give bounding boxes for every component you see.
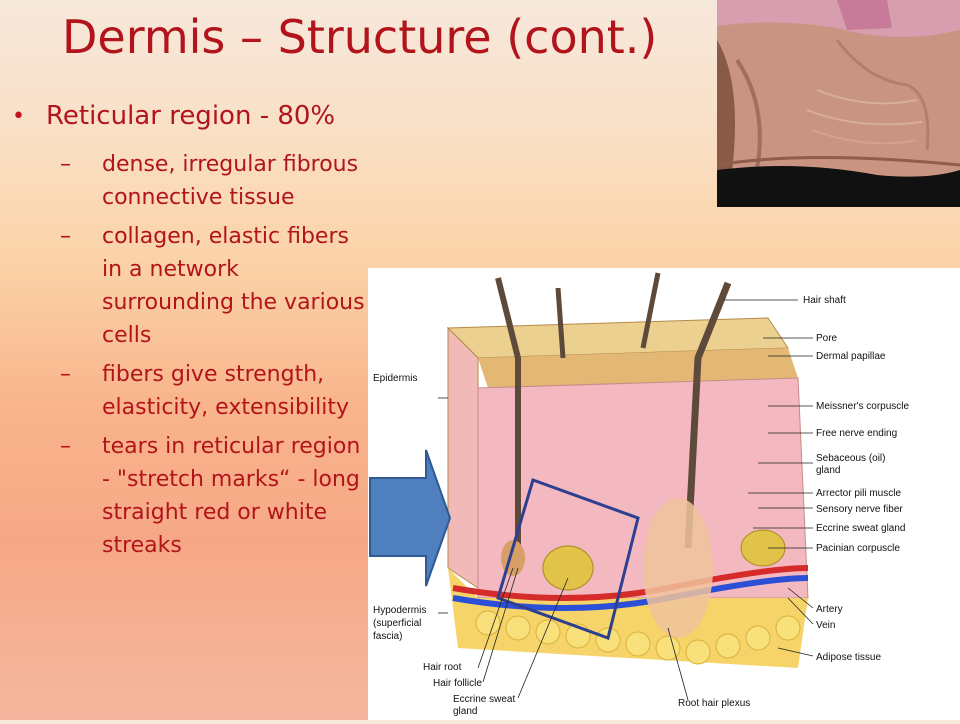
sub-bullet: – dense, irregular fibrous connective tis… [12,148,374,214]
sub-bullet-text: tears in reticular region - "stretch mar… [102,433,361,558]
label-adipose: Adipose tissue [816,652,881,663]
sub-bullet-text: dense, irregular fibrous connective tiss… [102,151,359,210]
label-artery: Artery [816,604,843,615]
bullet-item: • Reticular region - 80% [12,100,374,134]
label-eccrine-bottom: Eccrine sweat [453,694,515,705]
bullet-dot-icon: • [12,104,25,129]
label-arrector-pili: Arrector pili muscle [816,488,901,499]
label-pacinian: Pacinian corpuscle [816,543,900,554]
dash-icon: – [60,361,71,387]
stretch-marks-photo [717,0,960,207]
label-sensory-nerve: Sensory nerve fiber [816,504,903,515]
photo-drawing [717,0,960,207]
dash-icon: – [60,433,71,459]
sub-bullet: – tears in reticular region - "stretch ma… [12,430,374,562]
label-eccrine-sweat: Eccrine sweat gland [816,523,906,534]
label-hair-follicle: Hair follicle [433,678,482,689]
label-sebaceous-gland-2: gland [816,465,840,476]
bullet-text: Reticular region - 80% [46,101,336,131]
label-hair-root: Hair root [423,662,462,673]
label-eccrine-bottom-2: gland [453,706,477,717]
label-hypodermis-3: fascia) [373,631,402,642]
sub-bullet: – fibers give strength, elasticity, exten… [12,358,374,424]
sub-bullet-text: collagen, elastic fibers in a network su… [102,223,365,348]
arrow-icon [369,449,452,587]
dash-icon: – [60,151,71,177]
dash-icon: – [60,223,71,249]
sub-bullet-list: – dense, irregular fibrous connective tis… [12,148,374,562]
label-epidermis: Epidermis [373,373,417,384]
label-hair-shaft: Hair shaft [803,295,846,306]
label-sebaceous-gland: Sebaceous (oil) [816,453,885,464]
highlight-box [496,478,640,640]
label-vein: Vein [816,620,835,631]
label-meissners-corpuscle: Meissner's corpuscle [816,401,909,412]
label-free-nerve-ending: Free nerve ending [816,428,897,439]
label-root-hair-plexus: Root hair plexus [678,698,750,709]
label-hypodermis: Hypodermis [373,605,426,616]
skin-cross-section-diagram: Hair shaft Pore Dermal papillae Meissner… [368,268,960,720]
slide-title: Dermis – Structure (cont.) [62,10,658,64]
label-dermal-papillae: Dermal papillae [816,351,886,362]
label-hypodermis-2: (superficial [373,618,421,629]
pointer-arrow [368,448,453,592]
sub-bullet: – collagen, elastic fibers in a network s… [12,220,374,352]
sub-bullet-text: fibers give strength, elasticity, extens… [102,361,349,420]
label-pore: Pore [816,333,838,344]
skin-diagram: Hair shaft Pore Dermal papillae Meissner… [373,272,909,717]
bullet-list: • Reticular region - 80% – dense, irregul… [12,100,374,568]
